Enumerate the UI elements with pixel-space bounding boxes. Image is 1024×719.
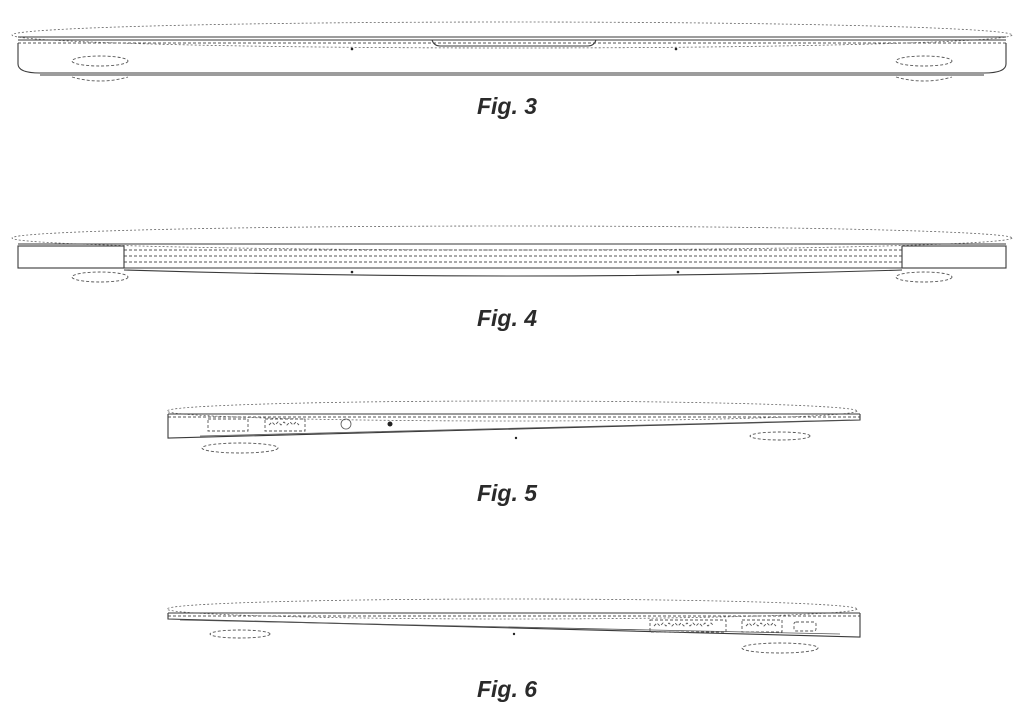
fig4-hinge-block-right xyxy=(901,245,1007,269)
fig3-foot-left xyxy=(71,55,129,67)
figure-5-caption: Fig. 5 xyxy=(476,480,538,506)
fig6-display-port xyxy=(793,621,817,632)
fig4-hinge-block-left xyxy=(17,245,125,269)
fig4-base-bottom xyxy=(123,269,903,277)
fig3-indicator-left xyxy=(350,47,354,51)
fig6-top-outline xyxy=(166,598,858,620)
fig4-foot-right xyxy=(895,271,953,283)
figure-4-caption: Fig. 4 xyxy=(476,305,538,331)
figure-3-front-view xyxy=(11,21,1013,82)
fig3-base-body xyxy=(17,43,1007,74)
fig3-indicator-right xyxy=(674,47,678,51)
fig4-indicator-right xyxy=(676,270,680,274)
fig6-wedge-body xyxy=(167,613,861,638)
fig6-usb-pins xyxy=(745,622,777,627)
fig5-wedge-inner xyxy=(199,419,851,437)
figure-4-rear-view xyxy=(11,225,1013,283)
figure-3-caption: Fig. 3 xyxy=(476,93,538,119)
fig5-audio-jack xyxy=(340,418,352,430)
fig6-usb-port xyxy=(741,619,783,633)
fig4-top-outline xyxy=(11,225,1013,251)
fig5-foot-front xyxy=(201,442,279,454)
fig5-magsafe-port xyxy=(264,418,306,432)
fig6-card-slot xyxy=(649,619,727,633)
fig3-thumb-notch xyxy=(431,39,597,47)
figure-6-caption: Fig. 6 xyxy=(476,676,538,702)
fig6-foot-front xyxy=(741,642,819,654)
fig6-indicator xyxy=(512,632,516,636)
fig5-indicator xyxy=(514,436,518,440)
fig5-magsafe-pins xyxy=(268,421,300,426)
fig3-foot-right xyxy=(895,55,953,67)
fig3-top-outline xyxy=(11,21,1013,49)
fig5-mic-hole xyxy=(387,421,393,427)
fig5-top-outline xyxy=(166,400,858,422)
fig5-wedge-body xyxy=(167,414,861,439)
fig6-wedge-inner xyxy=(179,619,841,635)
fig4-foot-left xyxy=(71,271,129,283)
fig5-foot-rear xyxy=(749,431,811,441)
fig4-indicator-left xyxy=(350,270,354,274)
fig3-foot-right-lower xyxy=(895,76,953,82)
fig5-usb-port xyxy=(207,418,249,432)
figure-6-right-side-view xyxy=(166,598,861,654)
fig6-foot-rear xyxy=(209,629,271,639)
figure-5-left-side-view xyxy=(166,400,861,454)
fig3-foot-left-lower xyxy=(71,76,129,82)
fig6-card-slot-pins xyxy=(653,622,715,627)
